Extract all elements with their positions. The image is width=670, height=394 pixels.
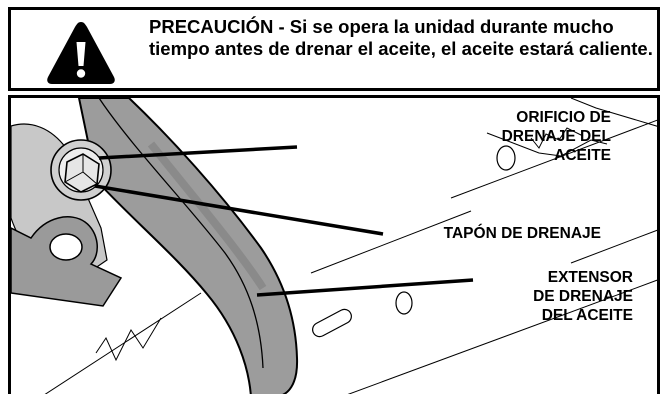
mower-deck-drawing — [11, 98, 657, 394]
callout-drain-hole: ORIFICIO DE DRENAJE DEL ACEITE — [501, 109, 611, 164]
warning-triangle-icon — [47, 22, 115, 84]
drain-illustration: ORIFICIO DE DRENAJE DEL ACEITE TAPÓN DE … — [8, 95, 660, 394]
caution-text: PRECAUCIÓN - Si se opera la unidad duran… — [149, 16, 653, 59]
callout-drain-extender: EXTENSOR DE DRENAJE DEL ACEITE — [533, 269, 633, 324]
caution-box: PRECAUCIÓN - Si se opera la unidad duran… — [8, 7, 660, 91]
callout-drain-plug: TAPÓN DE DRENAJE — [443, 225, 601, 242]
